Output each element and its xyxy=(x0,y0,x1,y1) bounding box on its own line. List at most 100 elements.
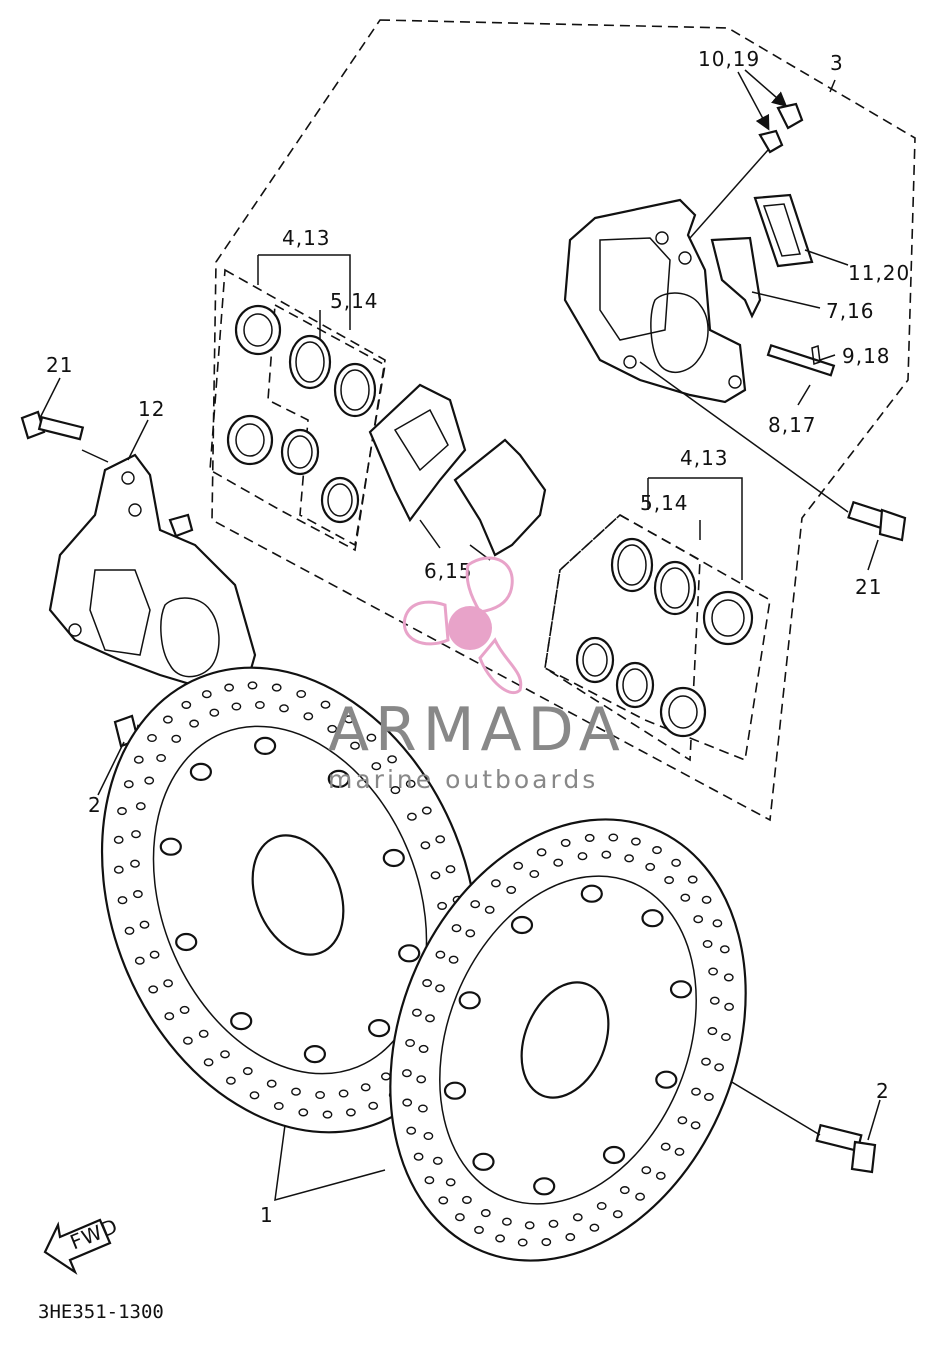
propeller-logo-icon xyxy=(402,556,523,695)
left-piston-kit-outline xyxy=(209,268,386,552)
disc-vent-hole xyxy=(619,1186,630,1195)
disc-vent-hole xyxy=(572,1213,583,1222)
disc-rivet xyxy=(398,944,421,963)
disc-vent-hole xyxy=(445,1178,456,1187)
brake-pad-pair xyxy=(368,383,547,561)
disc-rivet xyxy=(189,762,212,782)
armada-watermark: ARMADA marine outboards xyxy=(328,556,626,794)
disc-vent-hole xyxy=(704,1092,714,1101)
disc-vent-hole xyxy=(417,1104,428,1113)
disc-vent-hole xyxy=(480,1209,491,1218)
disc-vent-hole xyxy=(693,915,704,924)
disc-vent-hole xyxy=(707,1027,718,1036)
disc-rivet xyxy=(382,848,405,868)
disc-vent-hole xyxy=(147,733,157,743)
disc-vent-hole xyxy=(691,1087,701,1096)
part-label-4-13-right: 4,13 xyxy=(680,446,729,470)
watermark-subtitle: marine outboards xyxy=(328,765,598,794)
disc-vent-hole xyxy=(224,683,235,692)
disc-vent-hole xyxy=(144,776,155,785)
diagram-code: 3HE351-1300 xyxy=(38,1301,164,1323)
disc-rivet xyxy=(175,932,198,952)
disc-vent-hole xyxy=(601,850,612,859)
disc-vent-hole xyxy=(279,704,289,713)
part-label-5-14-right: 5,14 xyxy=(640,491,689,515)
disc-vent-hole xyxy=(474,1225,484,1234)
disc-vent-hole xyxy=(113,865,124,874)
pad-spring xyxy=(710,236,821,319)
disc-vent-hole xyxy=(271,683,282,692)
right-caliper xyxy=(563,198,747,404)
bolt-21-right xyxy=(639,361,907,542)
disc-rivet xyxy=(230,1011,253,1031)
disc-vent-hole xyxy=(687,875,698,884)
disc-vent-hole xyxy=(273,1101,284,1111)
part-label-8-17: 8,17 xyxy=(768,413,817,437)
disc-vent-hole xyxy=(413,1152,424,1161)
disc-vent-hole xyxy=(350,741,360,750)
disc-vent-hole xyxy=(423,1131,434,1141)
disc-vent-hole xyxy=(565,1233,576,1242)
disc-vent-hole xyxy=(553,858,564,867)
part-label-2-left: 2 xyxy=(88,793,102,817)
disc-vent-hole xyxy=(708,967,718,976)
disc-vent-hole xyxy=(162,715,173,724)
disc-rivet xyxy=(443,1081,467,1100)
disc-vent-hole xyxy=(635,1192,645,1201)
right-seal-kit-outline xyxy=(544,514,701,762)
disc-vent-hole xyxy=(701,895,712,904)
disc-vent-hole xyxy=(303,712,314,721)
disc-vent-hole xyxy=(490,879,501,888)
disc-vent-hole xyxy=(548,1219,559,1228)
right-pistons-seals xyxy=(575,477,754,738)
disc-vent-hole xyxy=(163,979,174,988)
disc-vent-hole xyxy=(416,1075,427,1084)
disc-vent-hole xyxy=(645,862,656,871)
disc-vent-hole xyxy=(495,1234,505,1243)
disc-bracket-lines xyxy=(274,1124,386,1202)
disc-vent-hole xyxy=(432,1156,443,1165)
part-label-21-right: 21 xyxy=(855,575,882,599)
disc-rivet xyxy=(510,915,534,935)
disc-vent-hole xyxy=(454,1213,465,1222)
disc-vent-hole xyxy=(405,1038,415,1048)
disc-vent-hole xyxy=(724,1002,734,1011)
disc-vent-hole xyxy=(315,1090,325,1100)
part-label-11-20: 11,20 xyxy=(848,261,910,285)
disc-rivet xyxy=(458,991,481,1010)
disc-vent-hole xyxy=(723,973,734,982)
disc-vent-hole xyxy=(345,1108,356,1117)
watermark-title: ARMADA xyxy=(328,695,626,765)
disc-vent-hole xyxy=(664,876,674,885)
disc-vent-hole xyxy=(424,1176,435,1185)
disc-vent-hole xyxy=(624,854,634,863)
disc-vent-hole xyxy=(220,1050,230,1059)
disc-vent-hole xyxy=(344,715,354,724)
disc-rivet xyxy=(368,1018,391,1038)
disc-vent-hole xyxy=(430,871,441,880)
disc-vent-hole xyxy=(380,1072,391,1081)
left-caliper xyxy=(48,453,257,692)
right-brake-disc xyxy=(389,818,747,1262)
disc-vent-hole xyxy=(506,885,517,894)
disc-vent-hole xyxy=(517,1238,528,1247)
disc-vent-hole xyxy=(448,955,459,964)
part-label-12: 12 xyxy=(138,397,165,421)
disc-rivet xyxy=(159,837,182,856)
disc-vent-hole xyxy=(445,865,456,874)
disc-vent-hole xyxy=(291,1087,301,1096)
bleed-screw-set xyxy=(689,69,804,239)
disc-vent-hole xyxy=(674,1147,685,1156)
disc-vent-hole xyxy=(371,762,382,771)
disc-vent-hole xyxy=(577,852,588,861)
disc-vent-hole xyxy=(171,734,182,743)
disc-vent-hole xyxy=(608,833,619,842)
disc-vent-hole xyxy=(584,833,595,842)
disc-vent-hole xyxy=(247,681,258,690)
disc-vent-hole xyxy=(124,926,135,935)
disc-vent-hole xyxy=(719,945,730,954)
disc-vent-hole xyxy=(484,905,495,914)
disc-vent-hole xyxy=(117,896,128,905)
disc-vent-hole xyxy=(139,920,150,929)
left-seal-kit-outline xyxy=(267,303,386,547)
